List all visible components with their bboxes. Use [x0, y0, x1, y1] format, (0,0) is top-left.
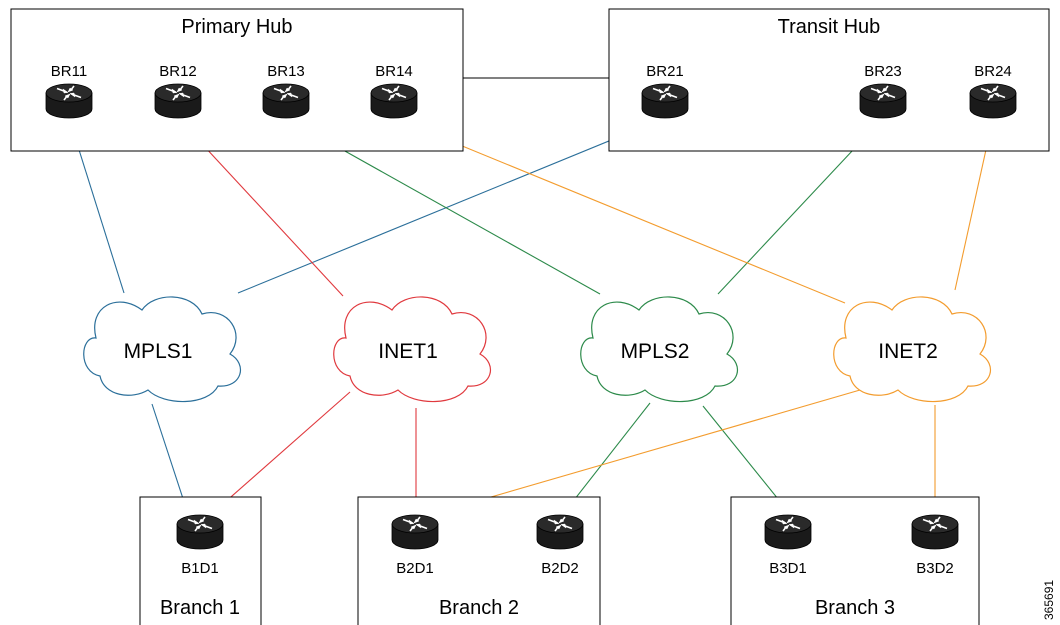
router-br14: BR14 — [370, 63, 418, 119]
link-inet2-to-b2d1 — [421, 389, 861, 518]
router-icon — [859, 83, 907, 119]
router-label-br11: BR11 — [51, 63, 87, 80]
router-label-b1d1: B1D1 — [181, 560, 219, 577]
cloud-label-inet2: INET2 — [878, 340, 938, 363]
router-b2d1: B2D1 — [391, 514, 439, 577]
figure-id: 365691 — [1042, 580, 1056, 620]
router-label-br23: BR23 — [864, 63, 902, 80]
router-icon — [536, 514, 584, 550]
router-b2d2: B2D2 — [536, 514, 584, 577]
router-b1d1: B1D1 — [176, 514, 224, 577]
cloud-mpls2: MPLS2 — [580, 296, 739, 403]
router-icon — [969, 83, 1017, 119]
router-icon — [370, 83, 418, 119]
cloud-inet1: INET1 — [333, 296, 492, 403]
router-icon — [262, 83, 310, 119]
router-label-br21: BR21 — [646, 63, 684, 80]
router-br12: BR12 — [154, 63, 202, 119]
cloud-inet2: INET2 — [833, 296, 992, 403]
branch-2-title: Branch 2 — [439, 597, 519, 619]
primary-hub: Primary Hub — [10, 8, 464, 152]
router-label-b2d2: B2D2 — [541, 560, 579, 577]
primary-hub-title: Primary Hub — [181, 16, 292, 38]
router-b3d1: B3D1 — [764, 514, 812, 577]
router-icon — [641, 83, 689, 119]
router-br11: BR11 — [45, 63, 93, 119]
router-icon — [45, 83, 93, 119]
router-label-br24: BR24 — [974, 63, 1012, 80]
link-br21-to-mpls1 — [237, 117, 666, 294]
router-icon — [911, 514, 959, 550]
router-br23: BR23 — [859, 63, 907, 119]
router-label-br13: BR13 — [267, 63, 305, 80]
router-label-b3d2: B3D2 — [916, 560, 954, 577]
router-icon — [176, 514, 224, 550]
router-br21: BR21 — [641, 63, 689, 119]
cloud-label-inet1: INET1 — [378, 340, 438, 363]
branch-3-title: Branch 3 — [815, 597, 895, 619]
link-br14-to-inet2 — [393, 117, 846, 304]
cloud-label-mpls1: MPLS1 — [124, 340, 193, 363]
router-br24: BR24 — [969, 63, 1017, 119]
router-icon — [154, 83, 202, 119]
router-b3d2: B3D2 — [911, 514, 959, 577]
cloud-label-mpls2: MPLS2 — [621, 340, 690, 363]
router-label-br14: BR14 — [375, 63, 413, 80]
router-icon — [391, 514, 439, 550]
transit-hub-title: Transit Hub — [778, 16, 881, 38]
cloud-mpls1: MPLS1 — [83, 296, 242, 403]
router-label-br12: BR12 — [159, 63, 197, 80]
branch-1-title: Branch 1 — [160, 597, 240, 619]
clouds-layer: MPLS1 INET1 MPLS2 INET2 — [83, 296, 992, 403]
router-br13: BR13 — [262, 63, 310, 119]
router-label-b2d1: B2D1 — [396, 560, 434, 577]
router-label-b3d1: B3D1 — [769, 560, 807, 577]
transit-hub: Transit Hub — [608, 8, 1050, 152]
router-icon — [764, 514, 812, 550]
